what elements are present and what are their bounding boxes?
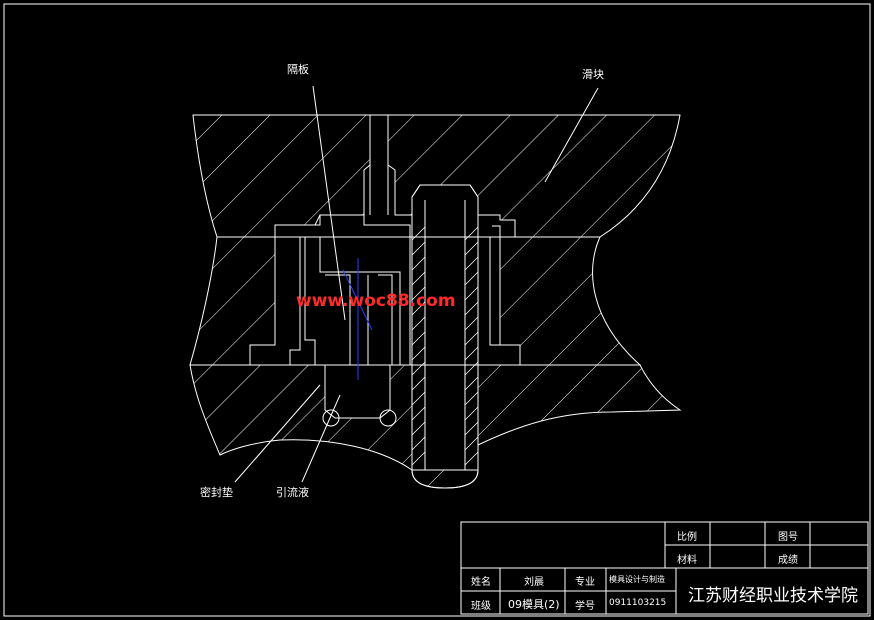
center-line-2 <box>342 269 373 331</box>
lower-block <box>189 364 682 489</box>
tb-grade-label: 成绩 <box>778 555 798 566</box>
tb-name-label: 姓名 <box>471 577 491 588</box>
tb-major-value: 模具设计与制造 <box>609 575 665 584</box>
tb-name-value: 刘晨 <box>524 577 544 588</box>
inner-cavity <box>217 115 640 489</box>
middle-plate-right <box>499 236 642 366</box>
slider-block <box>192 114 681 238</box>
label-seal: 密封垫 <box>200 486 233 499</box>
tb-class-label: 班级 <box>471 601 491 612</box>
middle-plate-left <box>189 236 276 366</box>
core-pin-hatch <box>411 226 479 466</box>
tb-material-label: 材料 <box>677 555 697 566</box>
tb-drawing-no-label: 图号 <box>778 532 798 543</box>
tb-student-no-value: 0911103215 <box>609 598 667 608</box>
tb-student-no-label: 学号 <box>575 601 595 612</box>
label-flow-tube: 引流液 <box>276 486 309 499</box>
tb-school-name: 江苏财经职业技术学院 <box>688 586 858 606</box>
leader-lines <box>234 85 599 483</box>
drawing-border <box>3 3 871 617</box>
cooling-channel-right <box>379 409 397 427</box>
watermark-text: www.woc88.com <box>296 291 456 311</box>
tb-scale-label: 比例 <box>677 532 697 543</box>
tb-major-label: 专业 <box>575 577 595 588</box>
cooling-channel-left <box>322 409 340 427</box>
title-block <box>460 521 869 615</box>
label-slider: 滑块 <box>582 68 604 81</box>
tb-class-value: 09模具(2) <box>508 598 560 611</box>
label-partition: 隔板 <box>287 63 309 76</box>
